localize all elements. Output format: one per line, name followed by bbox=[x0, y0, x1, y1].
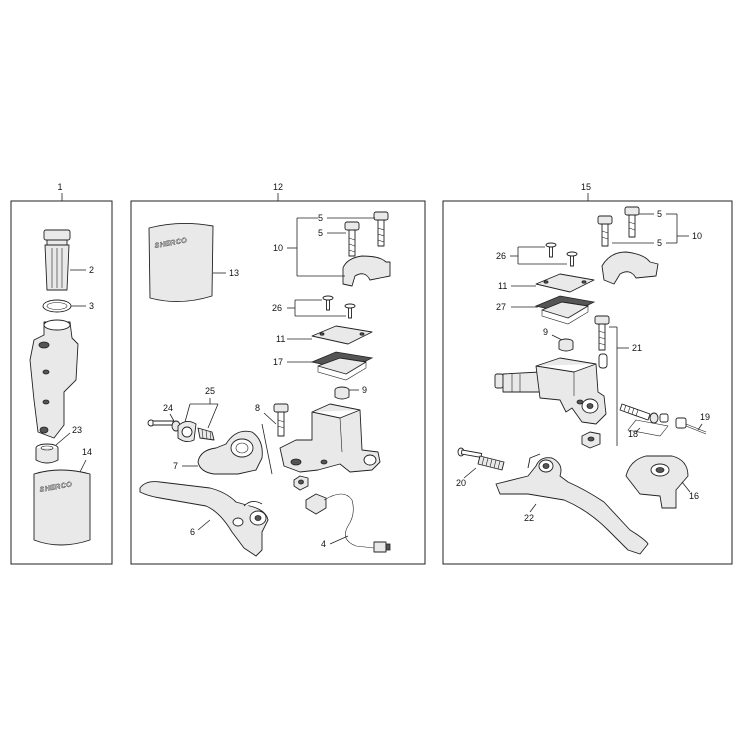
callout-9: 9 bbox=[362, 385, 367, 395]
master-cylinder-part bbox=[279, 403, 381, 473]
callout-5: 5 bbox=[318, 213, 323, 223]
callout-26: 26 bbox=[272, 303, 282, 313]
callout-20: 20 bbox=[456, 478, 466, 488]
nut-part bbox=[581, 431, 601, 449]
screw-part bbox=[344, 303, 356, 319]
callout-9: 9 bbox=[543, 327, 548, 337]
group-1-frame bbox=[10, 200, 113, 565]
group-15-frame bbox=[442, 200, 733, 565]
callout-23: 23 bbox=[72, 425, 82, 435]
group-12-frame bbox=[130, 200, 426, 565]
callout-27: 27 bbox=[496, 302, 506, 312]
oil-pouch-part: SHERCO bbox=[33, 469, 91, 546]
spacer-part bbox=[598, 353, 608, 369]
pivot-bolt-part bbox=[273, 403, 289, 437]
callout-2: 2 bbox=[89, 265, 94, 275]
callout-24: 24 bbox=[163, 403, 173, 413]
pushrod-spring-part bbox=[457, 447, 505, 471]
reservoir-part bbox=[43, 229, 71, 291]
callout-19: 19 bbox=[700, 412, 710, 422]
master-cylinder-part bbox=[494, 357, 607, 425]
callout-17: 17 bbox=[273, 357, 283, 367]
bolt-part bbox=[373, 211, 389, 247]
group-1-number: 1 bbox=[57, 182, 62, 192]
lever-guard-part bbox=[625, 455, 689, 509]
pivot-bolt-part bbox=[594, 315, 610, 351]
reservoir-cover-part bbox=[311, 325, 373, 345]
group-15-number: 15 bbox=[581, 182, 591, 192]
screw-part bbox=[545, 242, 557, 258]
group-12-number: 12 bbox=[273, 182, 283, 192]
callout-6: 6 bbox=[190, 527, 195, 537]
handlebar-clamp-part bbox=[601, 251, 659, 285]
callout-7: 7 bbox=[173, 461, 178, 471]
callout-16: 16 bbox=[689, 491, 699, 501]
master-cylinder-part bbox=[29, 319, 79, 439]
bolt-part bbox=[597, 215, 613, 247]
brake-lever-part bbox=[139, 481, 269, 557]
callout-14: 14 bbox=[82, 447, 92, 457]
group-15-header: 15 bbox=[581, 182, 591, 201]
pushrod-part bbox=[147, 419, 181, 432]
diaphragm-part bbox=[534, 295, 596, 325]
group-15-parts: 5 5 10 26 11 bbox=[456, 206, 710, 555]
boot-part bbox=[177, 421, 197, 443]
callout-22: 22 bbox=[524, 513, 534, 523]
callout-11: 11 bbox=[276, 334, 285, 344]
oil-pouch-part: SHERCO bbox=[148, 222, 214, 302]
callout-11: 11 bbox=[498, 281, 507, 291]
adjuster-part bbox=[619, 403, 669, 437]
bolt-part bbox=[624, 206, 640, 238]
handlebar-clamp-part bbox=[342, 255, 391, 287]
callout-13: 13 bbox=[229, 268, 239, 278]
clutch-lever-part bbox=[495, 453, 649, 555]
callout-18: 18 bbox=[628, 429, 638, 439]
nut-part bbox=[293, 475, 309, 491]
callout-5: 5 bbox=[657, 238, 662, 248]
callout-5: 5 bbox=[318, 228, 323, 238]
screw-part bbox=[322, 295, 334, 311]
nut-part bbox=[558, 338, 574, 352]
callout-4: 4 bbox=[321, 539, 326, 549]
group-1-parts: 2 3 23 SHERCO 14 bbox=[29, 229, 94, 546]
callout-26: 26 bbox=[496, 251, 506, 261]
screw-part bbox=[566, 251, 578, 267]
diaphragm-part bbox=[310, 351, 374, 381]
brake-switch-part bbox=[305, 493, 391, 553]
cap-part bbox=[35, 443, 59, 464]
callout-5: 5 bbox=[657, 209, 662, 219]
callout-21: 21 bbox=[632, 343, 642, 353]
callout-10: 10 bbox=[692, 231, 702, 241]
nut-part bbox=[334, 386, 350, 400]
callout-10: 10 bbox=[273, 243, 283, 253]
pin-part bbox=[675, 417, 707, 435]
callout-3: 3 bbox=[89, 301, 94, 311]
group-1-header: 1 bbox=[57, 182, 63, 201]
group-12-header: 12 bbox=[273, 182, 283, 201]
clamp-housing-part bbox=[197, 430, 263, 475]
reservoir-cover-part bbox=[535, 273, 595, 293]
callout-8: 8 bbox=[255, 403, 260, 413]
group-12-parts: SHERCO 13 5 5 10 bbox=[139, 211, 391, 557]
callout-25: 25 bbox=[205, 386, 215, 396]
bolt-part bbox=[344, 221, 360, 257]
spring-boot-part bbox=[197, 427, 215, 441]
